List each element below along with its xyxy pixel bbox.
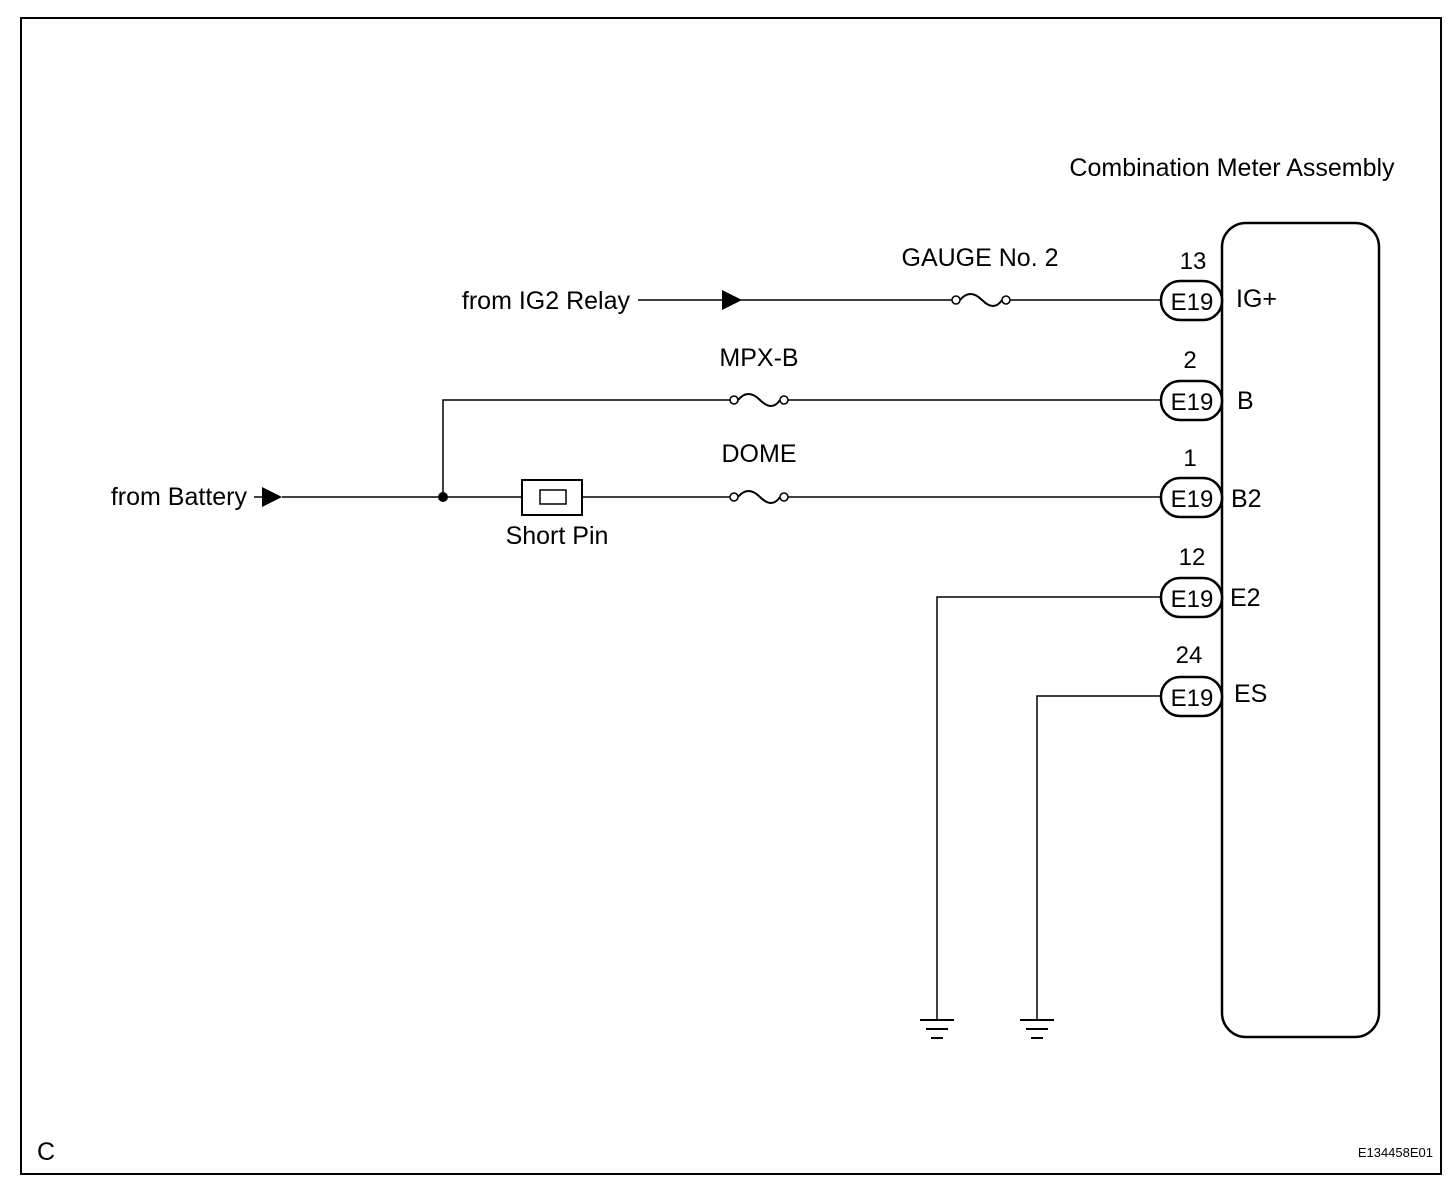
connector-code: E19 [1171, 486, 1214, 513]
pin-number: 24 [1176, 642, 1203, 669]
arrow-ig2-icon [722, 290, 742, 310]
junction-dot [438, 492, 448, 502]
fuse-gauge-label: GAUGE No. 2 [902, 244, 1059, 272]
terminal-name: B [1237, 387, 1254, 415]
fuse-mpxb-icon [729, 393, 789, 407]
short-pin-icon [521, 479, 583, 516]
fuse-dome-label: DOME [722, 440, 797, 468]
source-ig2-label: from IG2 Relay [462, 287, 631, 315]
connector-code: E19 [1171, 685, 1214, 712]
pin-number: 2 [1183, 347, 1196, 374]
ground-e2-icon [920, 1019, 954, 1039]
wire-mpxb-branch [442, 399, 732, 497]
connector-oval [1159, 379, 1224, 422]
arrow-battery-icon [262, 487, 282, 507]
terminal-name: E2 [1230, 584, 1261, 612]
ground-es-icon [1020, 1019, 1054, 1039]
pin-ig-plus: E19 13 IG+ [1159, 248, 1277, 322]
pin-number: 13 [1180, 248, 1207, 275]
terminal-name: ES [1234, 680, 1267, 708]
pin-number: 1 [1183, 445, 1196, 472]
connector-code: E19 [1171, 289, 1214, 316]
connector-oval [1159, 279, 1224, 322]
fuse-dome-icon [729, 490, 789, 504]
figure-id: E134458E01 [1358, 1145, 1433, 1160]
pin-b: E19 2 B [1159, 347, 1254, 422]
pin-es: E19 24 ES [1159, 642, 1267, 718]
pin-number: 12 [1179, 544, 1206, 571]
terminal-name: B2 [1231, 485, 1262, 513]
connector-code: E19 [1171, 586, 1214, 613]
connector-oval [1159, 476, 1224, 519]
terminal-name: IG+ [1236, 285, 1277, 313]
connector-oval [1159, 576, 1224, 619]
wire-es-ground [1036, 695, 1162, 1020]
source-battery-label: from Battery [111, 483, 248, 511]
wire-e2-ground [936, 596, 1162, 1020]
fuse-mpxb-label: MPX-B [719, 344, 798, 372]
short-pin-label: Short Pin [506, 522, 609, 550]
connector-oval [1159, 675, 1224, 718]
pin-e2: E19 12 E2 [1159, 544, 1261, 619]
corner-letter: C [37, 1138, 55, 1166]
pin-b2: E19 1 B2 [1159, 445, 1262, 519]
combination-meter-body [1220, 221, 1381, 1039]
fuse-gauge-icon [951, 293, 1011, 307]
connector-code: E19 [1171, 389, 1214, 416]
diagram-frame [20, 17, 1442, 1175]
component-title: Combination Meter Assembly [1069, 154, 1395, 182]
